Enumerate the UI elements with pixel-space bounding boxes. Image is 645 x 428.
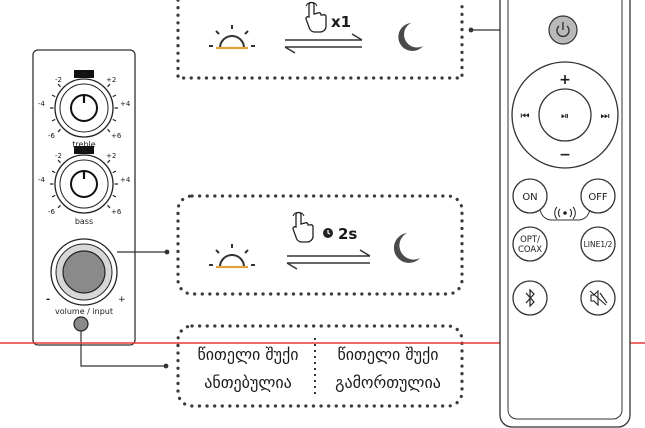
status-led xyxy=(73,316,89,332)
bass-label-minus4: -4 xyxy=(38,176,46,184)
bluetooth-button[interactable] xyxy=(512,280,548,316)
connector-dot xyxy=(468,27,474,33)
treble-knob-ring xyxy=(59,83,109,133)
opt-label: OPT/ xyxy=(520,235,540,245)
treble-center-mark xyxy=(74,70,94,78)
connector-dot xyxy=(164,249,170,255)
bass-label-minus6: -6 xyxy=(48,208,56,216)
hold-box-border xyxy=(176,194,464,296)
clock-icon xyxy=(323,228,333,238)
moon-icon xyxy=(393,233,420,263)
bass-label: bass xyxy=(75,217,93,226)
volume-down-button[interactable]: − xyxy=(559,147,571,163)
coax-label: COAX xyxy=(518,245,542,255)
led-on-line1: წითელი შუქი xyxy=(197,345,298,364)
treble-label-plus4: +4 xyxy=(120,100,131,108)
volume-input-knob[interactable]: - + volume / input xyxy=(46,238,126,316)
device-panel: 0 -2 +2 -4 +4 -6 +6 treble xyxy=(32,49,136,346)
treble-label-minus2: -2 xyxy=(55,76,62,84)
treble-label: treble xyxy=(72,140,95,149)
bluetooth-icon xyxy=(525,288,535,308)
led-on-line2: ანთებულია xyxy=(204,373,292,392)
bracket-line xyxy=(539,209,591,221)
treble-label-plus2: +2 xyxy=(106,76,116,84)
bass-scale-ticks xyxy=(50,159,118,209)
volume-plus-label: + xyxy=(118,295,126,305)
power-button[interactable] xyxy=(548,15,578,45)
off-label: OFF xyxy=(588,192,608,203)
on-button[interactable]: ON xyxy=(512,178,548,214)
wireless-signal-icon xyxy=(554,206,576,220)
play-pause-label: ⏯ xyxy=(561,111,569,122)
status-box-border xyxy=(176,324,464,408)
next-track-button[interactable]: ⏭ xyxy=(601,111,610,122)
treble-label-minus4: -4 xyxy=(38,100,46,108)
bass-label-plus4: +4 xyxy=(120,176,131,184)
nav-ring: + − ⏮ ⏭ ⏯ xyxy=(511,61,619,169)
volume-knob-cap xyxy=(62,250,106,294)
line-label: LINE1/2 xyxy=(584,240,613,249)
moon-icon xyxy=(398,23,423,51)
tap-count-label: x1 xyxy=(331,13,351,31)
line-input-button[interactable]: LINE1/2 xyxy=(580,226,616,262)
swap-arrows-icon xyxy=(284,33,363,54)
tap-once-box: x1 xyxy=(176,0,464,80)
tap-box-border xyxy=(176,0,464,80)
bass-label-plus6: +6 xyxy=(111,208,122,216)
volume-up-button[interactable]: + xyxy=(559,72,571,88)
led-status-box: წითელი შუქი ანთებულია წითელი შუქი გამორთ… xyxy=(176,324,464,408)
volume-input-label: volume / input xyxy=(55,307,113,316)
remote-inner-outline xyxy=(507,0,623,420)
led-off-line1: წითელი შუქი xyxy=(337,345,438,364)
connector-lines xyxy=(80,27,548,369)
off-button[interactable]: OFF xyxy=(580,178,616,214)
bass-center-mark xyxy=(74,146,94,154)
prev-track-button[interactable]: ⏮ xyxy=(521,111,530,122)
remote-control: + − ⏮ ⏭ ⏯ ON OFF OPT/ COAX xyxy=(499,0,631,428)
bass-center-label: 0 xyxy=(82,147,87,155)
treble-label-minus6: -6 xyxy=(48,132,56,140)
treble-label-plus6: +6 xyxy=(111,132,122,140)
play-pause-button[interactable] xyxy=(538,88,592,142)
hold-duration-label: 2s xyxy=(338,225,357,243)
swap-arrows-icon xyxy=(286,249,371,270)
treble-scale-ticks xyxy=(50,83,118,133)
on-label: ON xyxy=(522,192,537,203)
bass-knob-ring xyxy=(59,159,109,209)
hand-tap-icon xyxy=(305,1,327,33)
volume-minus-label: - xyxy=(46,294,50,305)
sunrise-icon xyxy=(209,25,255,50)
power-icon xyxy=(556,22,570,38)
mute-icon xyxy=(589,289,608,307)
treble-knob[interactable]: 0 -2 +2 -4 +4 -6 +6 treble xyxy=(38,70,131,149)
mute-button[interactable] xyxy=(580,280,616,316)
sunrise-icon xyxy=(209,244,255,269)
connector-dot xyxy=(163,363,169,369)
hand-tap-icon xyxy=(292,211,314,243)
bass-label-minus2: -2 xyxy=(55,152,62,160)
bass-label-plus2: +2 xyxy=(106,152,116,160)
hold-2s-box: 2s xyxy=(176,194,464,296)
led-off-line2: გამორთულია xyxy=(335,373,441,392)
opt-coax-button[interactable]: OPT/ COAX xyxy=(512,226,548,262)
bass-knob[interactable]: 0 -2 +2 -4 +4 -6 +6 bass xyxy=(38,146,131,226)
treble-center-label: 0 xyxy=(82,71,87,79)
